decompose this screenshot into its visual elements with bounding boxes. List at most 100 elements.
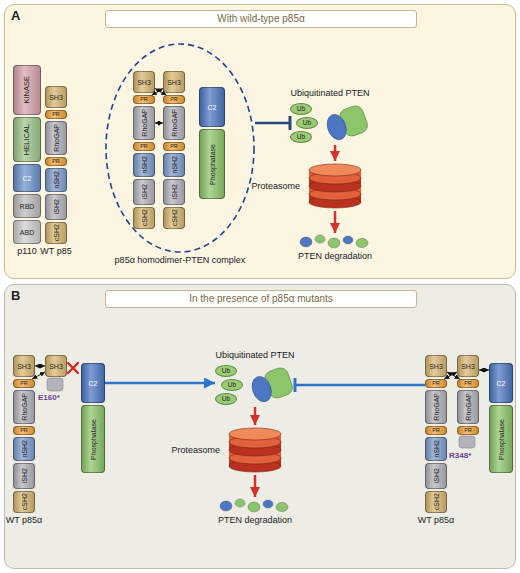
degradation-fragments: PTEN degradation	[298, 233, 372, 249]
protein-domain-label: C2	[23, 175, 32, 182]
protein-domain: iSH2	[425, 463, 447, 489]
protein-group-label: WT p85	[40, 247, 71, 256]
panel-header-label: In the presence of p85α mutants	[189, 294, 333, 304]
protein-domain-label: nSH2	[21, 440, 28, 458]
protein-domain-label: PR	[432, 381, 440, 387]
protein-domain-label: cSH2	[171, 209, 178, 226]
protein-domain: nSH2	[163, 153, 185, 177]
proteasome: Proteasome	[225, 425, 285, 475]
protein-domain-label: cSH2	[433, 493, 440, 510]
protein-domain-label: C2	[497, 380, 506, 387]
protein-domain: PR	[45, 110, 67, 119]
panel: B In the presence of p85α mutants WT p85α S…	[4, 284, 516, 569]
protein-domain: ABD	[13, 220, 41, 244]
protein-domain: nSH2	[13, 437, 35, 461]
protein-group-label: WT p85α	[6, 516, 43, 525]
protein-domain: Phosphatase	[199, 129, 225, 199]
protein-domain-label: RhoGAP	[433, 393, 440, 421]
ubiquitin-tag-label: Ub	[303, 120, 311, 127]
protein-domain: SH3	[45, 355, 67, 377]
panel-header: In the presence of p85α mutants	[105, 290, 417, 308]
panel-label: A	[11, 9, 20, 22]
protein-domain-label: cSH2	[53, 224, 60, 241]
protein-domain: SH3	[13, 355, 35, 377]
proteasome: Proteasome	[305, 161, 365, 211]
protein-domain: KINASE	[13, 65, 41, 115]
panel-label: B	[11, 289, 20, 302]
protein-domain: SH3	[457, 355, 479, 377]
ubiquitin-tag-label: Ub	[297, 106, 305, 113]
protein-group-label: p110	[17, 247, 36, 256]
protein-domain-label: PR	[170, 97, 178, 103]
protein-domain-label: RhoGAP	[141, 109, 148, 137]
protein-domain-label: PR	[432, 428, 440, 434]
protein-domain: nSH2	[133, 153, 155, 177]
proteasome-label: Proteasome	[251, 182, 300, 191]
protein-domain-label: nSH2	[141, 156, 148, 174]
protein-domain: PR	[13, 379, 35, 388]
protein-domain-label: SH3	[49, 363, 63, 370]
protein-domain-label: SH3	[49, 94, 63, 101]
protein-domain-label: iSH2	[21, 468, 28, 483]
protein-domain-label: PR	[464, 428, 472, 434]
protein-domain-label: PR	[52, 159, 60, 165]
protein-domain: cSH2	[163, 207, 185, 229]
ubiquitin-tag-label: Ub	[297, 134, 305, 141]
protein-domain-label: SH3	[17, 363, 31, 370]
protein-domain-label: iSH2	[171, 184, 178, 199]
protein-domain: C2	[13, 164, 41, 192]
protein-domain-label: SH3	[429, 363, 443, 370]
protein-domain-label: HELICAL	[23, 124, 31, 155]
protein-domain-label: RhoGAP	[465, 393, 472, 421]
protein-domain: cSH2	[45, 222, 67, 244]
protein-domain: SH3	[163, 71, 185, 93]
protein-domain: RhoGAP	[13, 390, 35, 424]
protein-domain-label: SH3	[137, 79, 151, 86]
mutation-label: E160*	[38, 394, 60, 402]
ubiquitin-tag: Ub	[215, 393, 237, 405]
protein-domain: HELICAL	[13, 117, 41, 162]
protein-domain: RhoGAP	[45, 121, 67, 155]
protein-domain-label: RBD	[20, 203, 35, 210]
panel: AWith wild-type p85αp110KINASEHELICALC2R…	[4, 4, 516, 279]
protein-domain-label: SH3	[167, 79, 181, 86]
protein-domain: iSH2	[45, 194, 67, 220]
protein-domain: PR	[425, 426, 447, 435]
protein-domain-label: PR	[464, 381, 472, 387]
protein-domain: PR	[425, 379, 447, 388]
degradation-fragments-label: PTEN degradation	[218, 516, 292, 525]
protein-group: WT p85αSH3PRRhoGAPPRnSH2iSH2cSH2	[13, 355, 35, 513]
ubiquitinated-pten-label: Ubiquitinated PTEN	[215, 351, 294, 360]
protein-domain: nSH2	[425, 437, 447, 461]
protein-domain-label: iSH2	[53, 199, 60, 214]
protein-domain: C2	[489, 363, 513, 403]
protein-domain: cSH2	[425, 491, 447, 513]
ubiquitin-tag: Ub	[221, 379, 243, 391]
proteasome-shape	[305, 161, 365, 211]
protein-domain: cSH2	[13, 491, 35, 513]
protein-domain: C2	[199, 87, 225, 127]
proteasome-shape	[225, 425, 285, 475]
protein-domain-label: PR	[140, 144, 148, 150]
protein-domain-label: nSH2	[53, 171, 60, 189]
protein-domain: SH3	[45, 86, 67, 108]
protein-domain: RhoGAP	[133, 106, 155, 140]
degradation-fragments-shape	[218, 497, 292, 513]
ubiquitin-tag-label: Ub	[222, 368, 230, 375]
protein-domain: Phosphatase	[489, 405, 513, 473]
protein-domain-label: RhoGAP	[53, 124, 60, 152]
ubiquitin-tag: Ub	[215, 365, 237, 377]
protein-domain-label: Phosphatase	[498, 419, 505, 460]
proteasome-label: Proteasome	[171, 446, 220, 455]
protein-domain-label: PR	[52, 112, 60, 118]
protein-domain-label: C2	[208, 104, 217, 111]
protein-domain: PR	[133, 95, 155, 104]
protein-domain: PR	[133, 142, 155, 151]
protein-domain-label: KINASE	[23, 76, 31, 104]
degradation-fragments: PTEN degradation	[218, 497, 292, 513]
protein-domain-label: C2	[89, 380, 98, 387]
protein-domain-label: iSH2	[433, 468, 440, 483]
protein-domain-label: SH3	[461, 363, 475, 370]
protein-domain-label: nSH2	[433, 440, 440, 458]
